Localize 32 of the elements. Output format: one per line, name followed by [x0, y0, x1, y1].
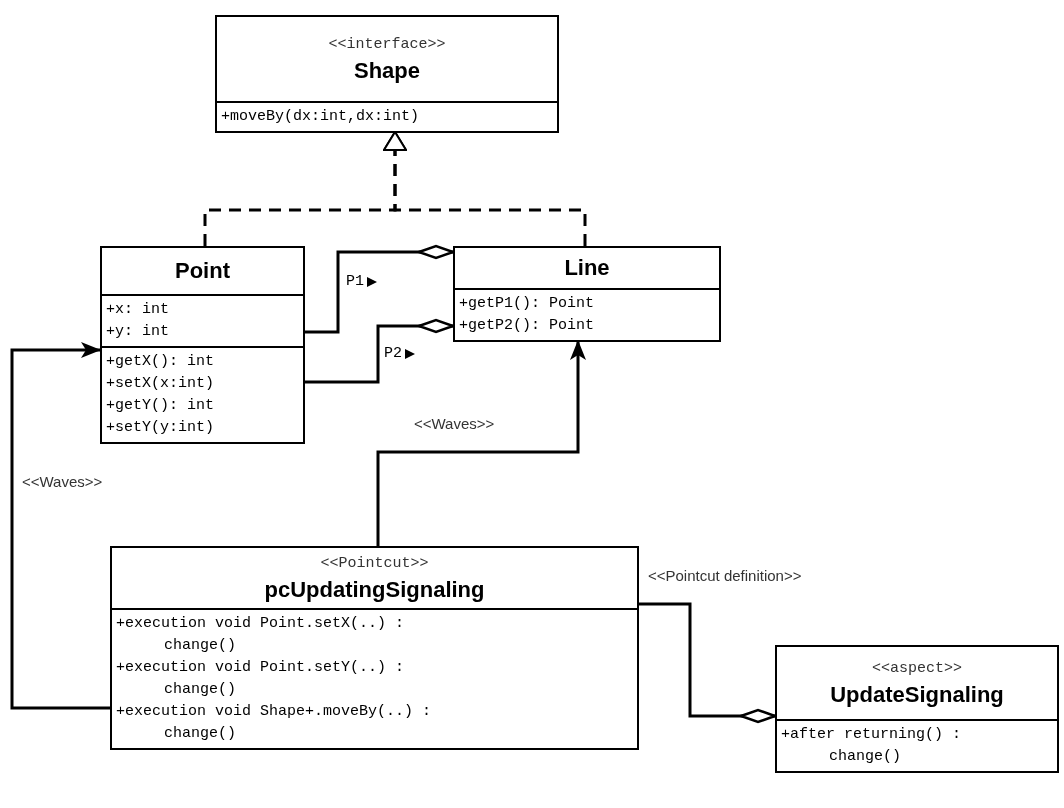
aggregation-line	[639, 602, 777, 724]
class-box	[110, 546, 639, 750]
member-text: +getP2(): Point	[459, 316, 595, 336]
stereotype-label: <<aspect>>	[872, 659, 962, 679]
stereotype-label: <<Pointcut>>	[320, 554, 429, 574]
member-text: +setX(x:int)	[106, 374, 215, 394]
aggregation-line	[305, 244, 455, 334]
member-text: +execution void Point.setY(..) : change()	[116, 658, 406, 700]
realization-arrow	[383, 131, 587, 246]
class-name: Point	[175, 257, 230, 285]
class-box	[775, 645, 1059, 773]
member-text: +y: int	[106, 322, 170, 342]
class-name: pcUpdatingSignaling	[264, 576, 485, 604]
member-text: +setY(y:int)	[106, 418, 215, 438]
member-text: +getP1(): Point	[459, 294, 595, 314]
class-box	[100, 246, 305, 444]
class-name: Shape	[354, 57, 420, 85]
member-text: +getY(): int	[106, 396, 215, 416]
arrow	[10, 342, 110, 710]
member-text: +after returning() : change()	[781, 725, 963, 767]
member-text: +x: int	[106, 300, 170, 320]
aggregation-line	[305, 318, 455, 384]
member-text: +execution void Point.setX(..) : change()	[116, 614, 406, 656]
member-text: +moveBy(dx:int,dx:int)	[221, 107, 420, 127]
member-text: +execution void Shape+.moveBy(..) : change()	[116, 702, 433, 744]
class-box	[453, 246, 721, 342]
member-text: +getX(): int	[106, 352, 215, 372]
stereotype-label: <<interface>>	[328, 35, 446, 55]
class-name: Line	[564, 254, 610, 282]
class-name: UpdateSignaling	[830, 681, 1004, 709]
class-box	[215, 15, 559, 133]
arrow	[376, 340, 586, 546]
